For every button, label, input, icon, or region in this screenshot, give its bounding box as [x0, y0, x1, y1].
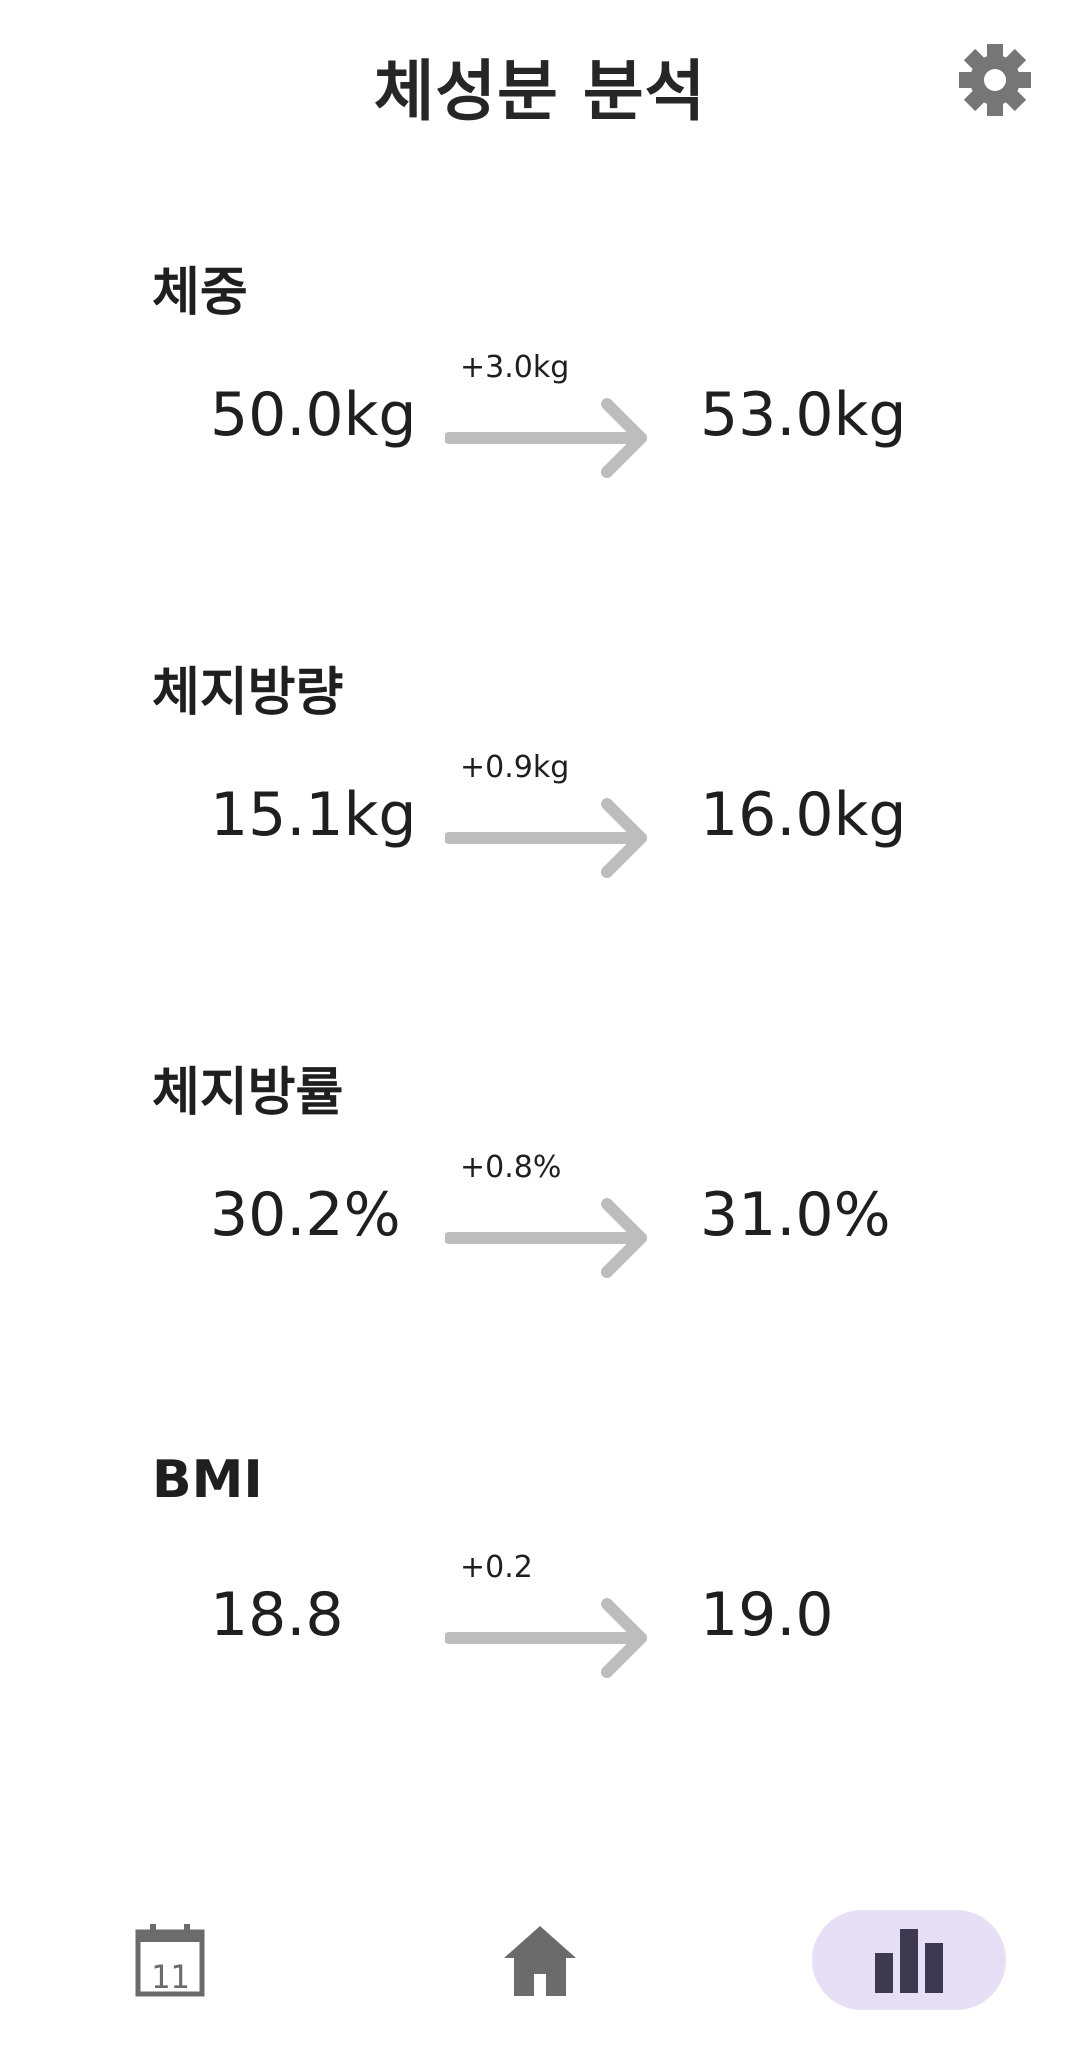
page-title: 체성분 분석	[373, 53, 707, 130]
arrow-right-icon	[445, 398, 647, 478]
metric-after-value: 31.0%	[700, 1180, 891, 1250]
metric-after-value: 19.0	[700, 1580, 834, 1650]
metric-before-value: 15.1kg	[210, 780, 417, 850]
metric-change: +3.0kg	[460, 350, 570, 385]
gear-icon	[959, 44, 1031, 116]
header: 체성분 분석	[0, 0, 1080, 170]
calendar-icon: 11	[135, 1924, 205, 1997]
metric-weight: 체중 50.0kg +3.0kg 53.0kg	[0, 250, 1080, 550]
arrow-right-icon	[445, 1598, 647, 1678]
metric-change: +0.9kg	[460, 750, 570, 785]
bar-chart-icon	[875, 1929, 943, 1993]
nav-stats-button[interactable]	[812, 1910, 1006, 2010]
metric-label: 체중	[152, 263, 248, 323]
metric-after-value: 16.0kg	[700, 780, 907, 850]
metric-bmi: BMI 18.8 +0.2 19.0	[0, 1450, 1080, 1750]
metric-body-fat-mass: 체지방량 15.1kg +0.9kg 16.0kg	[0, 650, 1080, 950]
metric-label: 체지방량	[152, 663, 344, 723]
arrow-right-icon	[445, 798, 647, 878]
settings-button[interactable]	[955, 40, 1035, 120]
metric-change: +0.2	[460, 1550, 533, 1585]
metric-change: +0.8%	[460, 1150, 562, 1185]
home-icon	[504, 1926, 576, 1996]
metric-label: BMI	[152, 1450, 263, 1510]
metric-label: 체지방률	[152, 1063, 344, 1123]
metric-body-fat-percent: 체지방률 30.2% +0.8% 31.0%	[0, 1050, 1080, 1350]
metric-before-value: 30.2%	[210, 1180, 401, 1250]
arrow-right-icon	[445, 1198, 647, 1278]
calendar-day: 11	[151, 1958, 190, 1996]
metric-before-value: 18.8	[210, 1580, 344, 1650]
bottom-nav: 11	[0, 1890, 1080, 2040]
metric-before-value: 50.0kg	[210, 380, 417, 450]
nav-calendar-button[interactable]: 11	[120, 1910, 220, 2010]
metric-after-value: 53.0kg	[700, 380, 907, 450]
nav-home-button[interactable]	[490, 1910, 590, 2010]
